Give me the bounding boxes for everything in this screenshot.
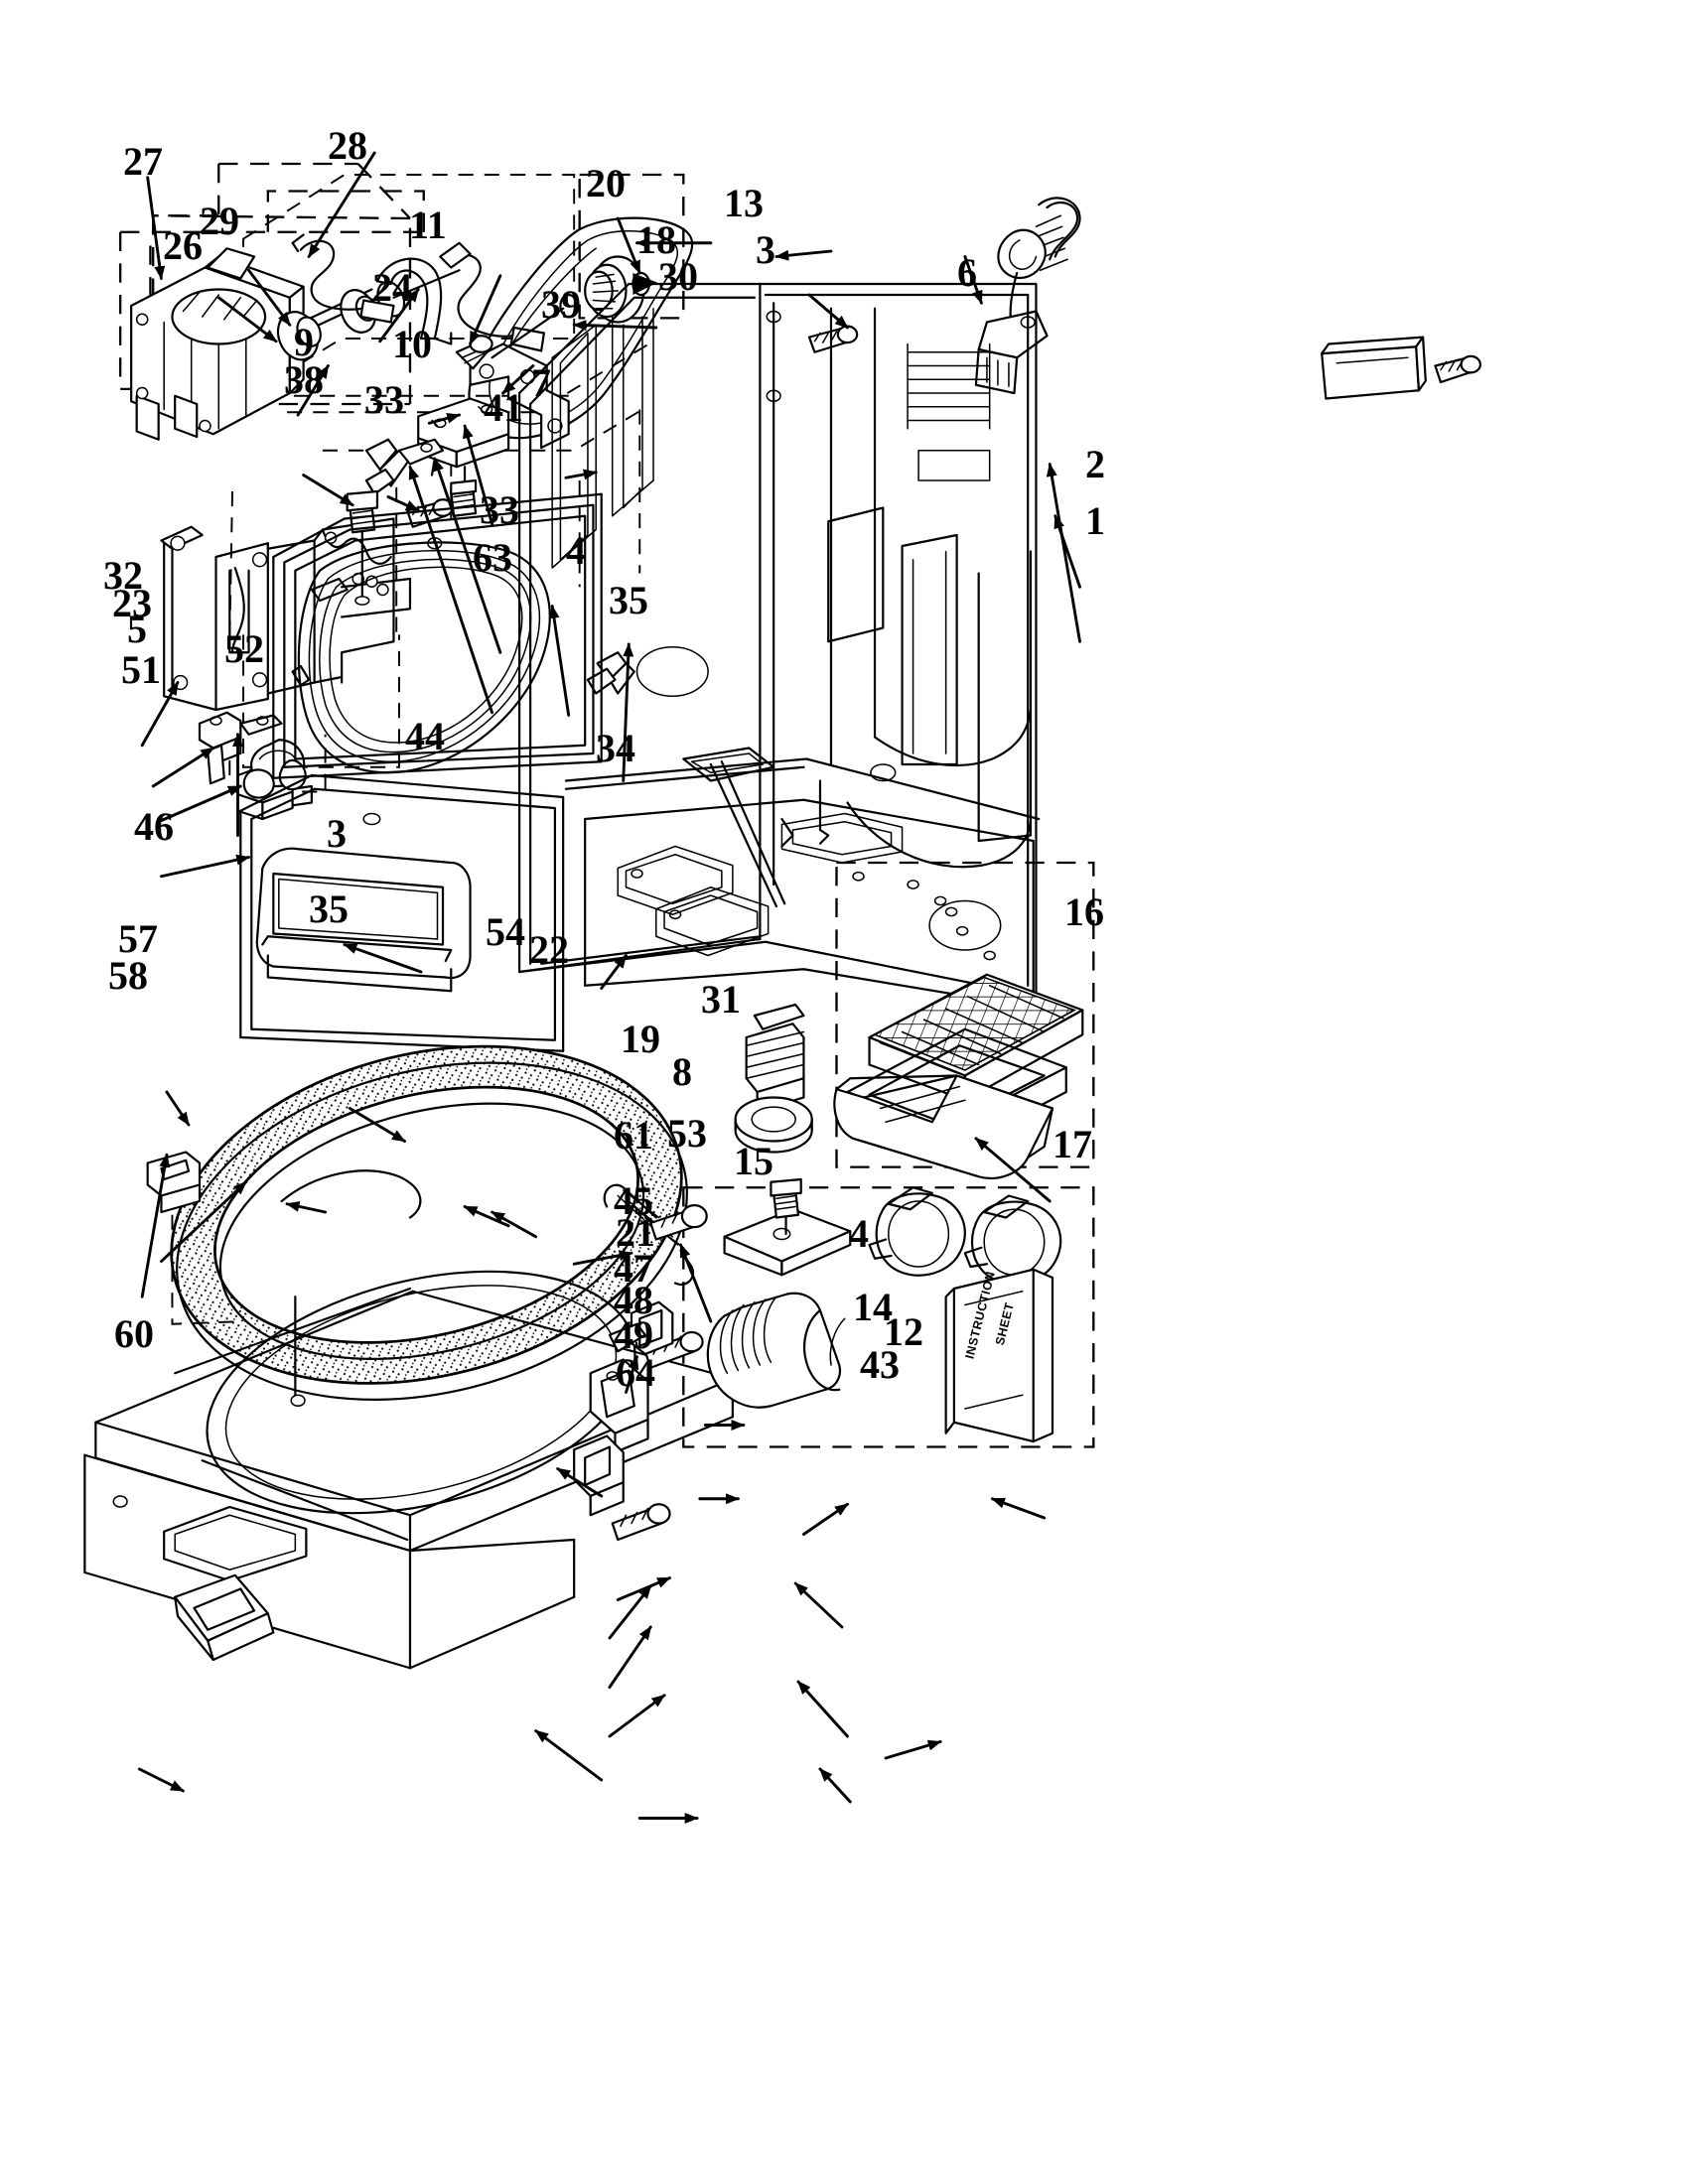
callout-number-63: 63 xyxy=(473,535,512,580)
callout-number-2: 2 xyxy=(1085,442,1105,486)
callout-number-61: 61 xyxy=(614,1113,653,1158)
callout-number-33: 33 xyxy=(364,377,404,422)
callout-number-53: 53 xyxy=(667,1111,707,1156)
instruction-sheet xyxy=(944,1268,1054,1443)
callout-number-4: 4 xyxy=(849,1211,869,1256)
callout-number-33: 33 xyxy=(480,487,519,532)
cabinet-7 xyxy=(518,282,1038,998)
callout-number-5: 5 xyxy=(127,607,147,651)
door-switch-41 xyxy=(417,397,510,490)
callout-number-19: 19 xyxy=(621,1017,660,1061)
vent-elbow-43 xyxy=(706,1292,846,1409)
callout-number-38: 38 xyxy=(284,357,324,402)
screw-48 xyxy=(611,1503,671,1542)
base-plate-49 xyxy=(83,1270,734,1670)
callout-number-12: 12 xyxy=(884,1309,923,1354)
callout-number-57: 57 xyxy=(118,916,158,961)
callout-number-23: 23 xyxy=(112,581,152,625)
screw-3-top xyxy=(807,325,859,353)
wire-harness-28 xyxy=(291,233,395,324)
bracket-14 xyxy=(723,1208,852,1277)
callout-number-1: 1 xyxy=(1085,498,1105,543)
callout-number-44: 44 xyxy=(405,714,445,758)
callout-number-18: 18 xyxy=(636,217,676,262)
callout-number-22: 22 xyxy=(529,927,569,972)
callout-number-34: 34 xyxy=(596,726,635,770)
callout-number-47: 47 xyxy=(614,1246,653,1291)
callout-number-39: 39 xyxy=(541,282,581,327)
bracket-32 xyxy=(160,517,412,712)
terminal-63 xyxy=(364,438,445,495)
callout-number-28: 28 xyxy=(328,123,367,168)
callout-number-31: 31 xyxy=(701,977,741,1022)
top-hinge-1 xyxy=(1321,336,1427,400)
callout-number-14: 14 xyxy=(853,1285,893,1329)
drum-roller-12b xyxy=(963,1194,1062,1285)
callout-number-8: 8 xyxy=(672,1049,692,1094)
screw-38 xyxy=(346,489,379,606)
callout-number-9: 9 xyxy=(294,320,314,364)
callout-number-17: 17 xyxy=(1052,1122,1092,1166)
callout-number-43: 43 xyxy=(860,1342,900,1387)
callout-number-52: 52 xyxy=(224,626,264,671)
lower-front-panel-61 xyxy=(239,773,565,1052)
callout-number-21: 21 xyxy=(616,1210,655,1255)
callout-number-15: 15 xyxy=(734,1139,773,1183)
callout-number-11: 11 xyxy=(409,203,447,247)
callout-number-16: 16 xyxy=(1064,889,1104,934)
screw-2 xyxy=(1434,354,1481,384)
callout-number-51: 51 xyxy=(121,647,161,692)
callout-number-54: 54 xyxy=(486,909,525,954)
grommet-53 xyxy=(734,1096,813,1154)
callout-number-3: 3 xyxy=(327,811,347,856)
lint-housing-17 xyxy=(833,1074,1054,1179)
callout-number-26: 26 xyxy=(163,223,203,268)
vent-louvers xyxy=(907,342,991,430)
power-cord-6 xyxy=(974,197,1081,395)
screw-33b xyxy=(450,478,478,517)
callout-number-7: 7 xyxy=(531,360,551,405)
screw-31 xyxy=(649,1204,708,1241)
callout-number-10: 10 xyxy=(392,322,432,366)
callout-number-13: 13 xyxy=(724,181,764,225)
callout-number-35: 35 xyxy=(609,578,648,622)
drum-roller-12a xyxy=(868,1186,966,1277)
leader-lines xyxy=(137,151,1081,1824)
drum-felt-seal-57 xyxy=(170,1044,688,1401)
callout-number-60: 60 xyxy=(114,1311,154,1356)
callout-number-45: 45 xyxy=(614,1178,653,1223)
callout-number-32: 32 xyxy=(103,553,143,598)
callout-number-49: 49 xyxy=(614,1312,653,1357)
leveling-leg-60 xyxy=(174,1573,275,1662)
callout-number-64: 64 xyxy=(616,1350,655,1395)
callout-number-20: 20 xyxy=(586,161,626,205)
callout-number-4: 4 xyxy=(566,528,586,573)
screw-4b xyxy=(770,1177,802,1236)
callout-number-3: 3 xyxy=(756,227,775,272)
front-panel-44 xyxy=(272,492,603,779)
bracket-47 xyxy=(573,1434,625,1517)
clip-24 xyxy=(375,257,453,345)
callout-number-48: 48 xyxy=(614,1278,653,1322)
lint-screen-16 xyxy=(846,973,1084,1157)
callout-number-29: 29 xyxy=(200,199,239,243)
callout-number-6: 6 xyxy=(957,250,977,295)
bellows-8 xyxy=(745,1003,805,1113)
callout-number-30: 30 xyxy=(658,254,698,299)
callout-number-24: 24 xyxy=(372,265,412,310)
clip-19 xyxy=(608,1300,674,1356)
callout-number-35: 35 xyxy=(309,887,349,931)
callout-number-27: 27 xyxy=(123,139,163,184)
callout-number-46: 46 xyxy=(134,804,174,849)
callout-number-41: 41 xyxy=(484,385,523,430)
callout-number-58: 58 xyxy=(108,953,148,998)
